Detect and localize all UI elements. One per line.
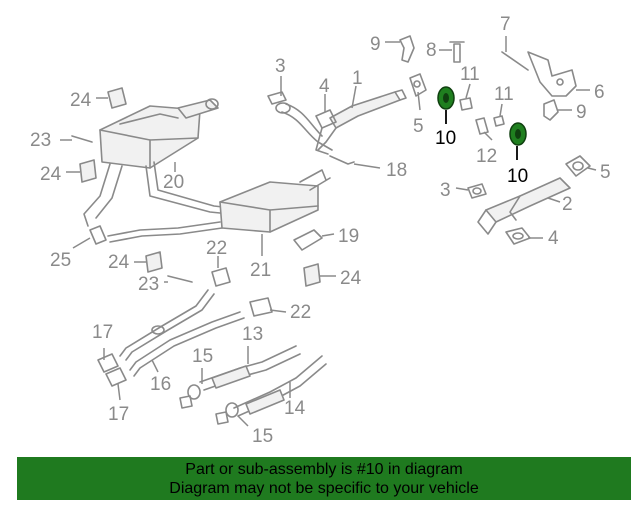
part-24-mount-d — [303, 263, 321, 287]
part-24-mount-b — [79, 159, 97, 183]
callout-22-b: 22 — [290, 302, 311, 323]
part-2-front-pipe-right — [477, 177, 571, 235]
callout-4-right: 4 — [548, 228, 559, 249]
part-18-rod — [329, 155, 355, 165]
part-8-bolt — [449, 41, 465, 63]
callout-5-upper: 5 — [413, 116, 424, 137]
part-15-gasket-a — [179, 384, 201, 409]
callout-10-upper: 10 — [435, 128, 456, 149]
callout-9-upper: 9 — [370, 34, 381, 55]
fitment-notice-banner: Part or sub-assembly is #10 in diagram D… — [17, 457, 631, 500]
part-5-bracket-upper — [409, 73, 427, 97]
callout-12: 12 — [476, 146, 497, 167]
part-10-bushing-upper — [437, 86, 455, 110]
part-3-gasket-upper — [267, 91, 333, 151]
callout-25: 25 — [50, 250, 71, 271]
callout-24-d: 24 — [340, 268, 362, 289]
part-17-clamp-b — [105, 367, 127, 387]
callout-4-upper: 4 — [319, 76, 330, 97]
callout-24-b: 24 — [40, 164, 62, 185]
callout-22-a: 22 — [206, 238, 227, 259]
part-5-flange-right — [565, 155, 591, 177]
callout-labels: 1 3 4 5 9 8 7 6 11 11 12 9 10 10 5 2 3 4… — [30, 14, 611, 447]
callout-23-b: 23 — [138, 274, 159, 295]
part-9-hanger-upper — [399, 35, 415, 63]
part-24-mount-a — [107, 87, 127, 109]
part-1-front-pipe — [317, 89, 407, 151]
part-6-bracket — [527, 51, 577, 97]
part-23-pin-b — [167, 275, 193, 283]
part-20-rear-muffler — [83, 98, 233, 227]
part-7-stud — [501, 51, 529, 71]
callout-24-a: 24 — [70, 90, 92, 111]
part-3-gasket-right — [467, 183, 487, 199]
callout-17-lower: 17 — [108, 404, 129, 425]
callout-6: 6 — [594, 82, 605, 103]
callout-5-right: 5 — [600, 162, 611, 183]
part-22-connector-a — [211, 267, 231, 287]
part-25-clamp — [89, 221, 223, 245]
part-17-clamp-a — [97, 353, 119, 373]
banner-line-1: Part or sub-assembly is #10 in diagram — [185, 461, 463, 478]
callout-2: 2 — [562, 194, 573, 215]
part-15-gasket-b — [215, 402, 239, 425]
part-24-mount-c — [145, 251, 163, 273]
callout-7: 7 — [500, 14, 511, 35]
callout-24-c: 24 — [108, 252, 130, 273]
callout-18: 18 — [386, 160, 407, 181]
callout-21: 21 — [250, 260, 271, 281]
part-12-clip — [475, 117, 489, 135]
callout-11-lower: 11 — [494, 84, 514, 105]
callout-19: 19 — [338, 226, 359, 247]
callout-3-upper: 3 — [275, 56, 286, 77]
exhaust-parts-diagram: 1 3 4 5 9 8 7 6 11 11 12 9 10 10 5 2 3 4… — [30, 14, 611, 447]
callout-3-right: 3 — [440, 180, 451, 201]
part-9-hanger-right — [543, 99, 559, 121]
part-4-flange-right — [505, 227, 531, 245]
part-23-pin-a — [71, 135, 93, 143]
callout-14: 14 — [284, 398, 306, 419]
part-10-bushing-lower — [509, 122, 527, 146]
callout-8: 8 — [426, 40, 437, 61]
part-21-center-muffler — [219, 169, 331, 233]
callout-15-b: 15 — [252, 426, 273, 447]
callout-11-upper: 11 — [460, 64, 480, 85]
banner-line-2: Diagram may not be specific to your vehi… — [169, 480, 479, 497]
part-19-bracket — [293, 229, 323, 251]
callout-17-upper: 17 — [92, 322, 113, 343]
callout-15-a: 15 — [192, 346, 213, 367]
part-22-connector-b — [249, 297, 273, 317]
part-11-nuts — [459, 97, 505, 127]
leader-lines — [60, 36, 597, 427]
callout-9-right: 9 — [576, 102, 587, 123]
callout-1: 1 — [352, 68, 363, 89]
callout-10-lower: 10 — [507, 166, 528, 187]
callout-20: 20 — [163, 172, 184, 193]
part-14-intermediate-pipe — [233, 355, 327, 417]
part-13-intermediate-pipe — [199, 345, 301, 391]
callout-23-a: 23 — [30, 130, 51, 151]
callout-16: 16 — [150, 374, 171, 395]
part-16-y-pipe — [119, 289, 245, 377]
callout-13: 13 — [242, 324, 263, 345]
